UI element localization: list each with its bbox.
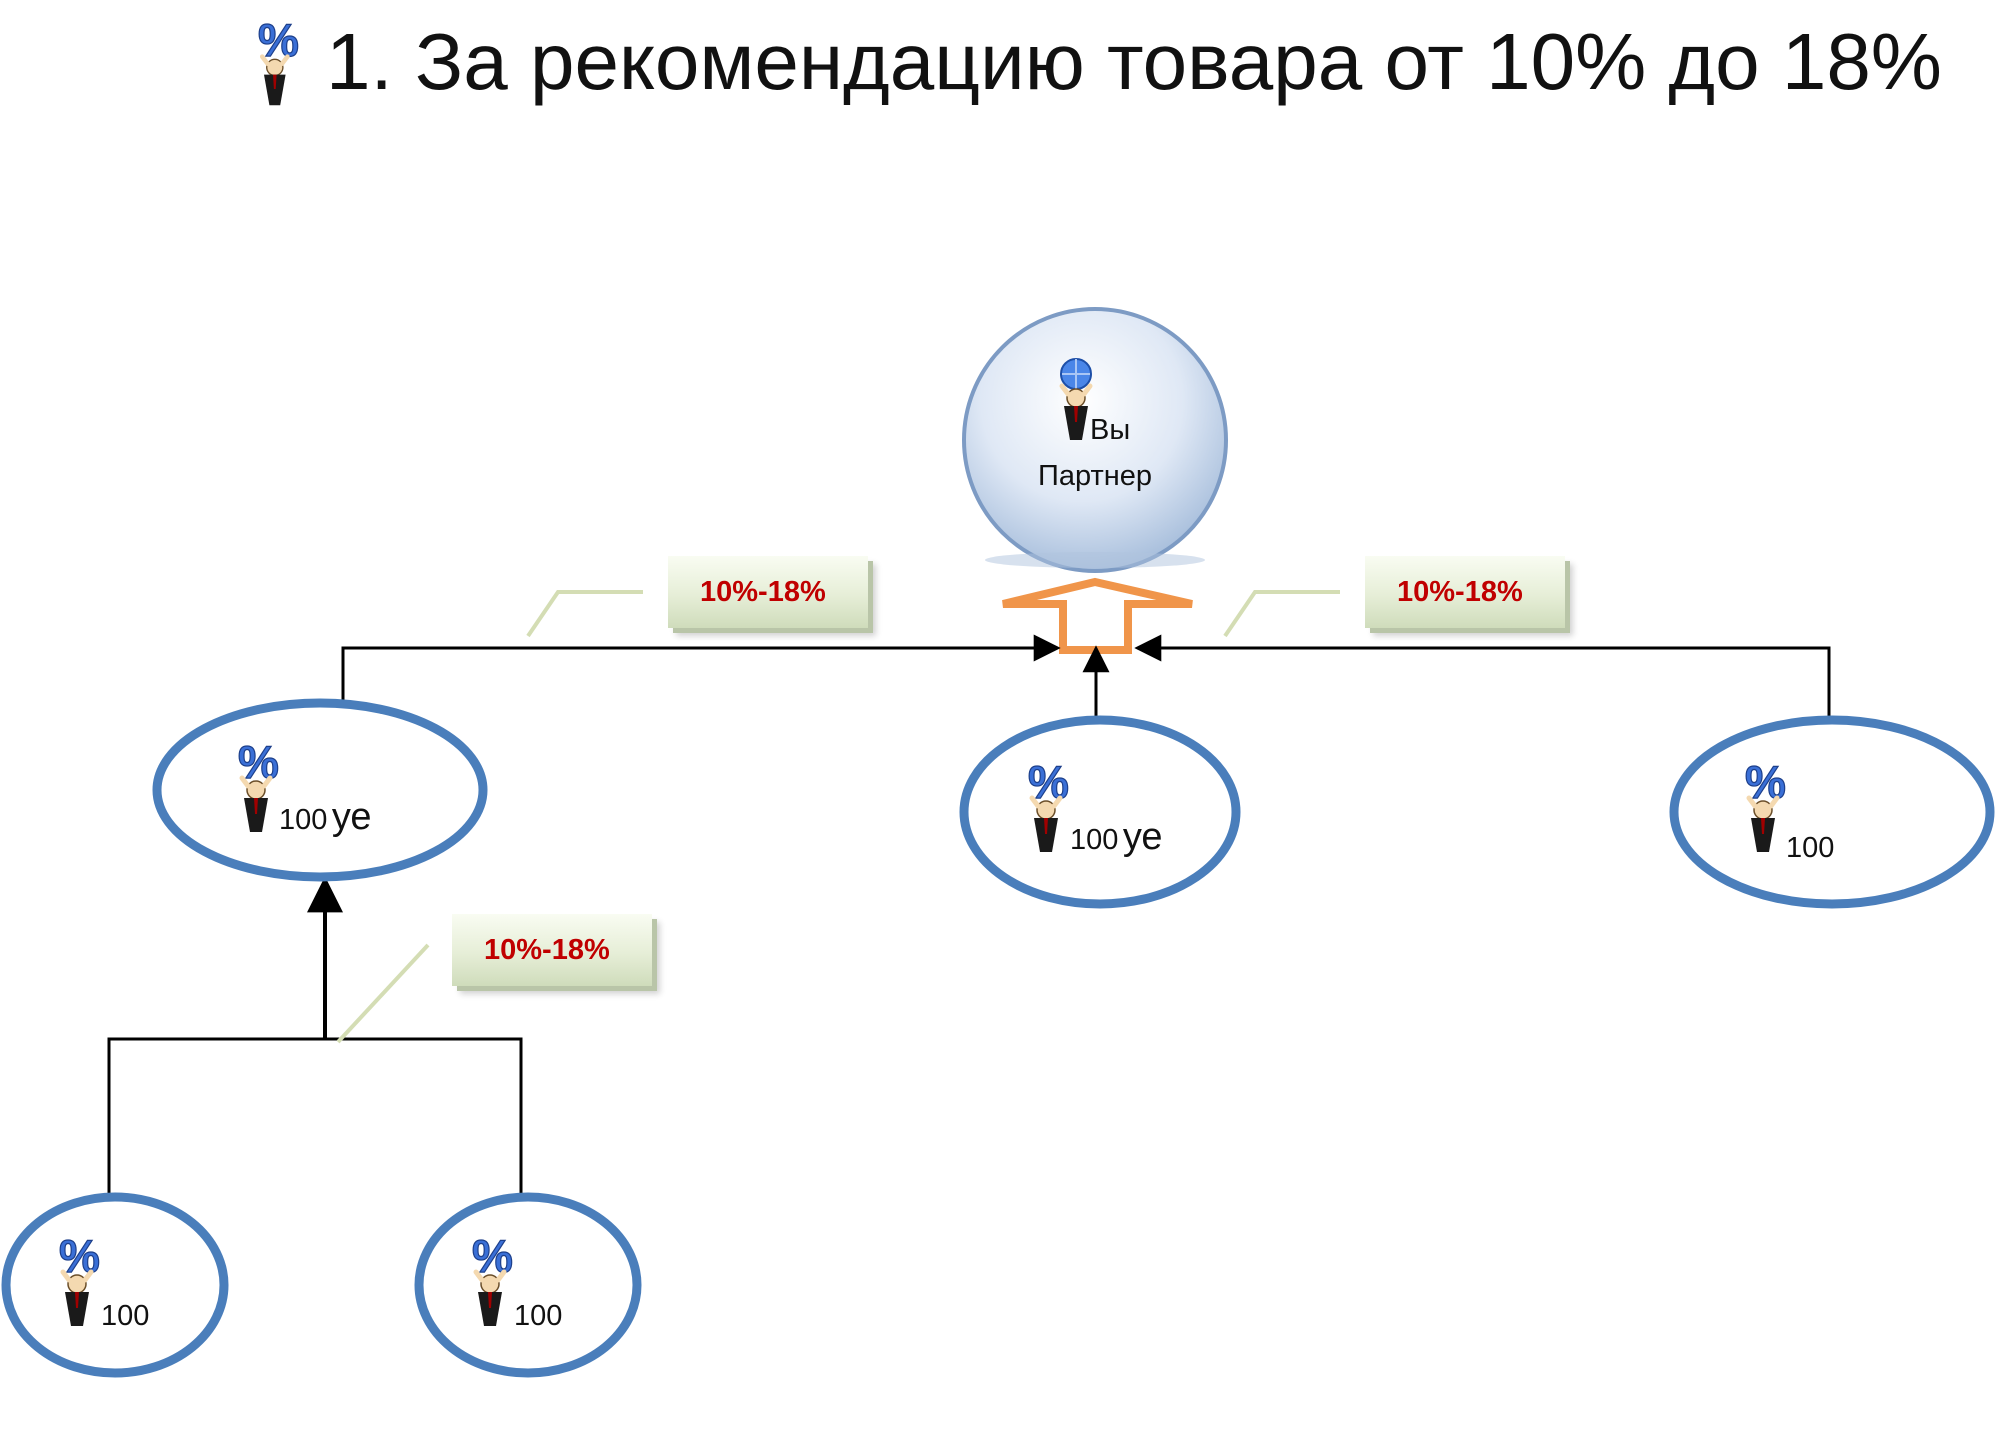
node-level1-left-value-group: 100 уе [279,796,372,839]
partner-label-line1: Вы [1090,414,1131,446]
title-percent-person-icon [257,13,300,105]
node-level1-left [152,698,488,882]
node-level2-left-value: 100 [101,1300,150,1332]
node-value: 100 [1070,824,1119,856]
node-unit: уе [331,796,372,838]
rate-label-lower: 10%-18% [452,914,652,986]
rate-label-right: 10%-18% [1365,556,1565,628]
partner-node [962,307,1228,573]
rate-label-left: 10%-18% [668,556,868,628]
node-level2-left [1,1192,229,1378]
node-level2-right [414,1192,642,1378]
page-title: 1. За рекомендацию товара от 10% до 18% [326,17,1942,106]
connector-right-to-partner [1134,634,1831,720]
node-unit: уе [1122,816,1163,858]
node-value: 100 [279,804,328,836]
callout-line-2 [1223,590,1340,638]
partner-label-line2: Партнер [1037,460,1153,492]
callout-line-3 [336,943,430,1044]
node-level1-center [959,715,1241,909]
connector-level2 [107,1037,523,1195]
node-level1-center-value-group: 100 уе [1070,816,1163,859]
connector-left-to-partner [341,634,1061,702]
globe-person-icon [1061,358,1091,440]
node-level1-right [1669,715,1995,909]
callout-line-1 [526,590,643,638]
node-level2-right-value: 100 [514,1300,563,1332]
node-level1-right-value-group: 100 [1786,824,1834,867]
up-arrow-icon [1002,577,1193,654]
node-value: 100 [1786,832,1835,864]
